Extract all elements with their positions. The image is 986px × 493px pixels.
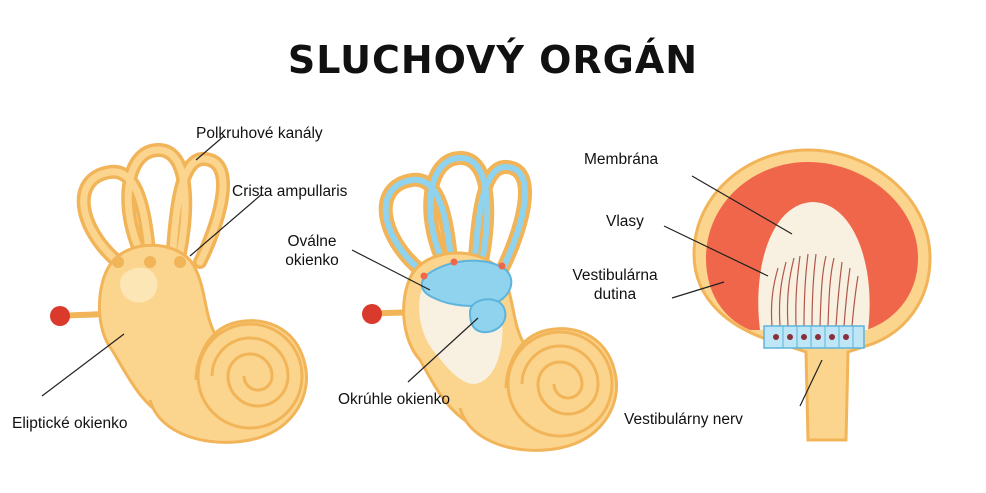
- ampulla-2: [144, 256, 156, 268]
- canals-blue: [382, 154, 528, 273]
- crista-dot-2: [450, 258, 458, 266]
- crista-dot-1: [420, 272, 428, 280]
- label-vestibularny-nerv: Vestibulárny nerv: [624, 411, 743, 428]
- round-window-dot: [50, 306, 70, 326]
- label-ovalne-okienko-line2: okienko: [285, 252, 339, 269]
- label-vestibularna-dutina-line1: Vestibulárna: [572, 267, 658, 284]
- label-vestibularna-dutina-line2: dutina: [593, 286, 637, 303]
- crista-dot-3: [498, 262, 506, 270]
- label-vlasy: Vlasy: [606, 213, 644, 230]
- label-polkruhove-kanaly: Polkruhové kanály: [196, 125, 323, 142]
- label-ovalne-okienko: Oválne okienko: [276, 232, 348, 270]
- saccule: [468, 298, 507, 334]
- label-elipticke-okienko: Eliptické okienko: [12, 415, 128, 432]
- label-ovalne-okienko-line1: Oválne: [287, 233, 337, 250]
- leader-lines: [41, 135, 823, 407]
- hairs: [770, 253, 859, 327]
- ampulla-1: [112, 256, 124, 268]
- label-okruhle-okienko: Okrúhle okienko: [338, 391, 451, 408]
- cupula-membrane: [758, 202, 870, 330]
- vestibule-highlight: [120, 267, 158, 303]
- inner-ear-external: [50, 143, 308, 444]
- label-crista-ampullaris: Crista ampullaris: [232, 183, 348, 200]
- ampulla-3: [174, 256, 186, 268]
- semicircular-canals-inner: [80, 146, 227, 266]
- inner-ear-section: [362, 151, 618, 452]
- cochlea-mid: [458, 327, 618, 452]
- label-vestibularna-dutina: Vestibulárna dutina: [560, 266, 670, 304]
- round-dot-mid: [362, 304, 382, 324]
- label-membrana: Membrána: [584, 151, 659, 168]
- ampulla-detail: [692, 148, 932, 442]
- hair-cells: [763, 325, 865, 349]
- page-title: SLUCHOVÝ ORGÁN: [287, 38, 699, 82]
- cochlea-left: [148, 319, 308, 444]
